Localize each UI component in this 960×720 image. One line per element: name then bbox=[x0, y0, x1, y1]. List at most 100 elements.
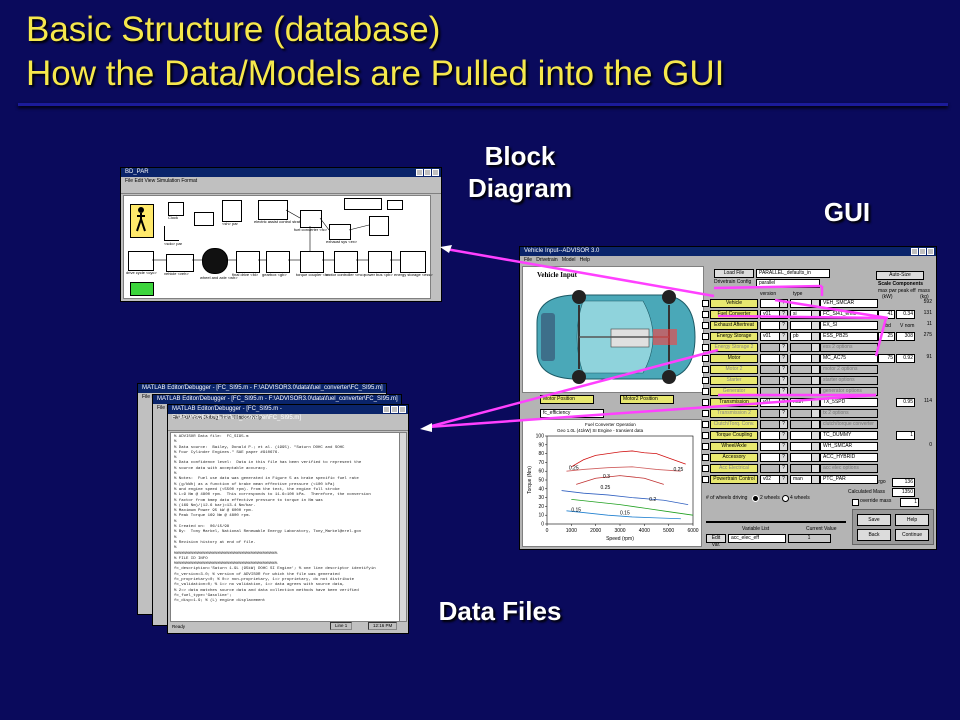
view-file-button[interactable] bbox=[811, 442, 820, 451]
scope-block[interactable] bbox=[194, 212, 214, 226]
motor-position-select[interactable]: Motor Position bbox=[540, 395, 594, 404]
torque-coupler-block[interactable] bbox=[300, 251, 324, 273]
help-question-button[interactable]: ? bbox=[779, 453, 788, 462]
edit-var-button[interactable]: Edit Var. bbox=[706, 534, 726, 548]
close-icon[interactable] bbox=[432, 169, 439, 176]
component-button[interactable]: Exhaust Aftertreat bbox=[710, 321, 758, 330]
wheel-axle-block[interactable] bbox=[202, 248, 228, 274]
component-file-select[interactable]: FC_SI41_emis bbox=[820, 310, 878, 319]
component-checkbox[interactable] bbox=[702, 454, 709, 461]
maximize-icon[interactable] bbox=[919, 248, 926, 255]
scale-efficiency-input[interactable]: 1 bbox=[896, 431, 915, 440]
component-checkbox[interactable] bbox=[702, 311, 709, 318]
override-mass-checkbox[interactable] bbox=[852, 499, 859, 506]
view-file-button[interactable] bbox=[811, 387, 820, 396]
component-version-select[interactable] bbox=[760, 431, 780, 440]
cargo-input[interactable]: 136 bbox=[892, 478, 915, 487]
component-file-select[interactable]: motor 2 options bbox=[820, 365, 878, 374]
view-file-button[interactable] bbox=[811, 354, 820, 363]
help-question-button[interactable]: ? bbox=[779, 464, 788, 473]
component-checkbox[interactable] bbox=[702, 300, 709, 307]
help-question-button[interactable]: ? bbox=[779, 332, 788, 341]
emis-block[interactable] bbox=[369, 216, 389, 236]
view-file-button[interactable] bbox=[811, 332, 820, 341]
help-question-button[interactable]: ? bbox=[779, 365, 788, 374]
view-file-button[interactable] bbox=[811, 409, 820, 418]
menu-drivetrain[interactable]: Drivetrain bbox=[536, 257, 558, 263]
component-button[interactable]: Torque Coupling bbox=[710, 431, 758, 440]
component-type-select[interactable] bbox=[790, 299, 812, 308]
editor-scrollbar[interactable] bbox=[399, 432, 407, 622]
view-file-button[interactable] bbox=[811, 464, 820, 473]
variable-select[interactable]: acc_elec_eff bbox=[728, 534, 786, 543]
component-checkbox[interactable] bbox=[702, 421, 709, 428]
scale-efficiency-input[interactable]: 308 bbox=[896, 332, 915, 341]
component-checkbox[interactable] bbox=[702, 465, 709, 472]
simulink-menubar[interactable]: File Edit View Simulation Format bbox=[125, 178, 198, 184]
drivetrain-select[interactable]: parallel bbox=[756, 279, 820, 288]
scale-power-input[interactable]: 75 bbox=[878, 354, 895, 363]
motor2-position-select[interactable]: Motor2 Position bbox=[620, 395, 674, 404]
vehicle-block[interactable] bbox=[166, 254, 194, 272]
component-type-select[interactable]: pb bbox=[790, 332, 812, 341]
view-file-button[interactable] bbox=[811, 310, 820, 319]
override-mass-input[interactable]: 1 bbox=[900, 498, 919, 507]
component-button[interactable]: Starter bbox=[710, 376, 758, 385]
component-version-select[interactable]: v02 bbox=[760, 475, 780, 484]
scale-efficiency-input[interactable]: 0.95 bbox=[896, 398, 915, 407]
component-file-select[interactable]: starter options bbox=[820, 376, 878, 385]
view-file-button[interactable] bbox=[811, 453, 820, 462]
editor-front-menu[interactable]: File Edit View Debug Tools Window Help bbox=[168, 414, 408, 422]
help-question-button[interactable]: ? bbox=[779, 299, 788, 308]
component-version-select[interactable] bbox=[760, 354, 780, 363]
component-file-select[interactable]: ess 2 options bbox=[820, 343, 878, 352]
component-file-select[interactable]: ESS_PB25 bbox=[820, 332, 878, 341]
continue-button[interactable]: Continue bbox=[895, 529, 929, 541]
component-file-select[interactable]: clutch/torque converter bbox=[820, 420, 878, 429]
green-status-block[interactable] bbox=[130, 282, 154, 296]
gearbox-block[interactable] bbox=[266, 251, 290, 273]
gear-block[interactable] bbox=[387, 200, 403, 210]
simulink-canvas[interactable]: Clock <sdo> par <sh> par electric assist… bbox=[123, 195, 433, 299]
fuel-converter-block[interactable] bbox=[300, 210, 322, 228]
component-file-select[interactable]: acc elec options bbox=[820, 464, 878, 473]
view-file-button[interactable] bbox=[811, 398, 820, 407]
component-checkbox[interactable] bbox=[702, 344, 709, 351]
component-button[interactable]: Energy Storage 2 bbox=[710, 343, 758, 352]
component-button[interactable]: Vehicle bbox=[710, 299, 758, 308]
component-file-select[interactable]: PTC_PAR bbox=[820, 475, 878, 484]
component-file-select[interactable]: WH_SMCAR bbox=[820, 442, 878, 451]
component-button[interactable]: Energy Storage bbox=[710, 332, 758, 341]
component-button[interactable]: Powertrain Control bbox=[710, 475, 758, 484]
close-icon[interactable] bbox=[399, 406, 406, 413]
editor-text-area[interactable]: % ADVISOR Data file: FC_SI95.m % % Data … bbox=[170, 432, 400, 622]
component-checkbox[interactable] bbox=[702, 377, 709, 384]
component-checkbox[interactable] bbox=[702, 432, 709, 439]
component-checkbox[interactable] bbox=[702, 355, 709, 362]
component-version-select[interactable] bbox=[760, 321, 780, 330]
view-file-button[interactable] bbox=[811, 299, 820, 308]
component-file-select[interactable]: MC_AC75 bbox=[820, 354, 878, 363]
component-button[interactable]: Acc Electrical bbox=[710, 464, 758, 473]
help-question-button[interactable]: ? bbox=[779, 387, 788, 396]
component-button[interactable]: Motor bbox=[710, 354, 758, 363]
component-type-select[interactable] bbox=[790, 420, 812, 429]
sdo-block[interactable] bbox=[164, 226, 179, 241]
view-file-button[interactable] bbox=[811, 376, 820, 385]
component-version-select[interactable] bbox=[760, 387, 780, 396]
component-button[interactable]: Accessory bbox=[710, 453, 758, 462]
final-drive-block[interactable] bbox=[236, 251, 260, 273]
component-version-select[interactable]: v01 bbox=[760, 310, 780, 319]
component-type-select[interactable] bbox=[790, 376, 812, 385]
plot-variable-select[interactable]: fc_efficiency bbox=[540, 409, 604, 418]
component-button[interactable]: Clutch/Torq. Conv. bbox=[710, 420, 758, 429]
help-button[interactable]: Help bbox=[895, 514, 929, 526]
component-type-select[interactable] bbox=[790, 464, 812, 473]
component-type-select[interactable] bbox=[790, 365, 812, 374]
component-file-select[interactable]: VEH_SMCAR bbox=[820, 299, 878, 308]
view-file-button[interactable] bbox=[811, 475, 820, 484]
view-file-button[interactable] bbox=[811, 431, 820, 440]
component-checkbox[interactable] bbox=[702, 476, 709, 483]
save-button[interactable]: Save bbox=[857, 514, 891, 526]
minimize-icon[interactable] bbox=[416, 169, 423, 176]
